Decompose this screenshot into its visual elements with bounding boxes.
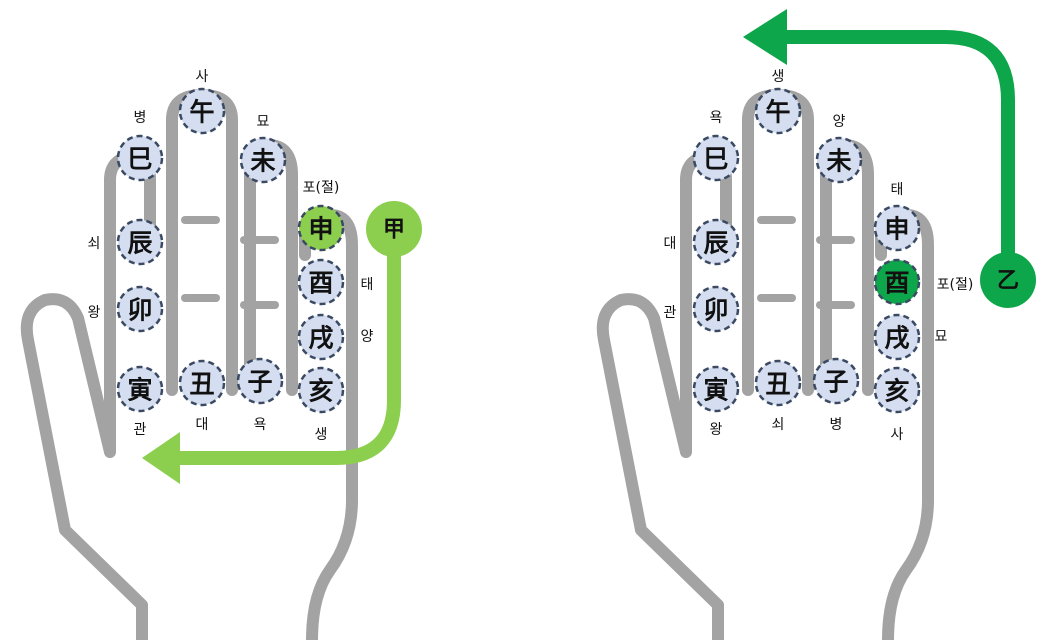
left-node-mi: 未 (239, 136, 287, 184)
right-node-sul: 戌 (873, 313, 921, 361)
right-stage-label-gwan: 관 (664, 305, 677, 321)
branch-label: 辰 (703, 229, 728, 258)
left-start-stem-label: 甲 (383, 218, 405, 243)
left-node-chuk: 丑 (178, 359, 226, 407)
branch-label: 卯 (703, 296, 728, 325)
left-stage-label-byeong: 병 (134, 110, 147, 126)
left-stage-label-yok: 욕 (254, 417, 267, 433)
left-panel: 甲 巳 午 未 辰 卯 寅 丑 子 申 酉 戌 亥 사 병 묘 포(절) 쇠 왕… (20, 69, 422, 640)
right-node-o: 午 (754, 87, 802, 135)
branch-label: 辰 (127, 229, 152, 258)
right-stage-label-tae: 태 (891, 182, 904, 198)
right-node-in: 寅 (692, 365, 740, 413)
left-stage-label-yang: 양 (361, 329, 374, 345)
branch-label: 卯 (127, 296, 152, 325)
branch-label: 未 (826, 147, 851, 176)
right-panel: 乙 巳 午 未 辰 卯 寅 丑 子 申 酉 戌 亥 생 욕 양 태 대 관 포(… (596, 9, 1036, 640)
left-stage-label-pyo: 포(절) (303, 180, 340, 196)
right-arrowhead (743, 9, 787, 65)
left-node-sin: 申 (297, 204, 345, 252)
left-stage-label-gwan: 관 (134, 422, 147, 438)
branch-label: 申 (308, 215, 333, 244)
left-start-stem-badge (366, 201, 422, 257)
right-stage-label-myo: 묘 (935, 329, 948, 345)
branch-label: 午 (189, 98, 214, 127)
right-stage-label-yok: 욕 (710, 110, 723, 126)
right-stage-label-dae: 대 (664, 236, 677, 252)
right-node-sin: 申 (873, 204, 921, 252)
left-stage-label-dae: 대 (196, 417, 209, 433)
branch-label: 寅 (127, 376, 152, 405)
left-cycle-arrow (175, 252, 401, 465)
left-node-myo: 卯 (116, 285, 164, 333)
right-node-si: 巳 (692, 134, 740, 182)
right-node-mi: 未 (815, 136, 863, 184)
branch-label: 酉 (308, 269, 333, 298)
left-node-si: 巳 (116, 134, 164, 182)
right-node-chuk: 丑 (754, 359, 802, 407)
right-stage-label-saeng: 생 (772, 69, 785, 85)
left-stage-label-sa: 사 (196, 69, 209, 85)
left-node-hae: 亥 (297, 366, 345, 414)
left-stage-label-tae: 태 (361, 277, 374, 293)
left-stage-label-soe: 쇠 (88, 236, 101, 252)
branch-label: 寅 (703, 376, 728, 405)
branch-label: 酉 (884, 269, 909, 298)
right-stage-label-wang: 왕 (710, 422, 723, 438)
right-stage-label-sa: 사 (891, 427, 904, 443)
branch-label: 申 (884, 215, 909, 244)
branch-label: 午 (765, 98, 790, 127)
branch-label: 亥 (308, 377, 333, 406)
right-start-stem-label: 乙 (997, 269, 1019, 294)
right-stage-label-byeong: 병 (830, 417, 843, 433)
right-stage-label-yang: 양 (833, 114, 846, 130)
right-node-yu: 酉 (873, 258, 921, 306)
right-node-jin: 辰 (692, 218, 740, 266)
left-arrowhead (142, 432, 180, 484)
branch-label: 亥 (884, 377, 909, 406)
branch-label: 未 (250, 147, 275, 176)
left-node-jin: 辰 (116, 218, 164, 266)
left-node-yu: 酉 (297, 258, 345, 306)
left-stage-label-wang: 왕 (88, 305, 101, 321)
branch-label: 巳 (703, 145, 728, 174)
branch-label: 戌 (884, 324, 909, 353)
left-node-in: 寅 (116, 365, 164, 413)
left-node-o: 午 (178, 87, 226, 135)
branch-label: 子 (247, 368, 272, 397)
right-cycle-arrow (780, 30, 1015, 258)
branch-label: 戌 (308, 324, 333, 353)
right-node-myo: 卯 (692, 285, 740, 333)
right-node-hae: 亥 (873, 366, 921, 414)
left-node-sul: 戌 (297, 313, 345, 361)
right-start-stem-badge (980, 252, 1036, 308)
branch-label: 子 (823, 368, 848, 397)
left-stage-label-myo: 묘 (257, 114, 270, 130)
right-stage-label-pyo: 포(절) (937, 277, 974, 293)
right-node-ja: 子 (812, 357, 860, 405)
left-stage-label-saeng: 생 (315, 427, 328, 443)
left-node-ja: 子 (236, 357, 284, 405)
branch-label: 丑 (765, 370, 790, 399)
branch-label: 巳 (127, 145, 152, 174)
right-stage-label-soe: 쇠 (772, 417, 785, 433)
branch-label: 丑 (189, 370, 214, 399)
